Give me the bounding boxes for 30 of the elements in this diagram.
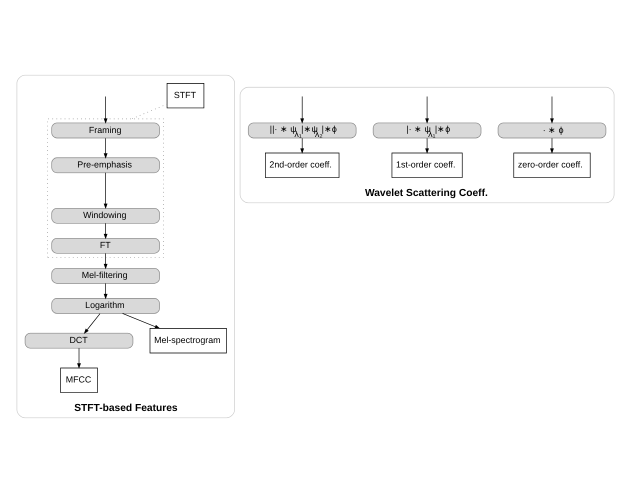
node-box: Logarithm — [51, 298, 160, 314]
arrow — [122, 313, 160, 329]
node-box: Pre-emphasis — [51, 157, 160, 174]
arrow — [550, 96, 554, 124]
node-box: 2nd-order coeff. — [265, 152, 340, 178]
arrow — [425, 96, 429, 124]
arrow — [77, 348, 81, 369]
arrow — [104, 223, 108, 240]
node-box: zero-order coeff. — [513, 152, 591, 178]
node-box: FT — [51, 238, 160, 254]
connector — [131, 104, 168, 120]
arrow — [104, 172, 108, 210]
node-box: Framing — [51, 122, 160, 138]
arrow — [300, 138, 304, 154]
node-box: 1st-order coeff. — [392, 152, 463, 178]
node-box: Mel-filtering — [51, 268, 160, 284]
node-box: Windowing — [51, 208, 160, 224]
arrow — [84, 313, 100, 334]
node-box: DCT — [24, 332, 134, 349]
arrow — [104, 138, 108, 159]
node-box: · ∗ ϕ — [498, 122, 606, 138]
arrow — [300, 96, 304, 124]
arrow — [550, 138, 554, 154]
node-box: Mel-spectrogram — [150, 328, 227, 354]
arrow — [104, 283, 108, 300]
arrow — [104, 253, 108, 270]
node-box: MFCC — [60, 368, 98, 393]
arrow — [104, 96, 108, 124]
node-box: STFT — [166, 83, 204, 108]
arrow — [425, 138, 429, 154]
